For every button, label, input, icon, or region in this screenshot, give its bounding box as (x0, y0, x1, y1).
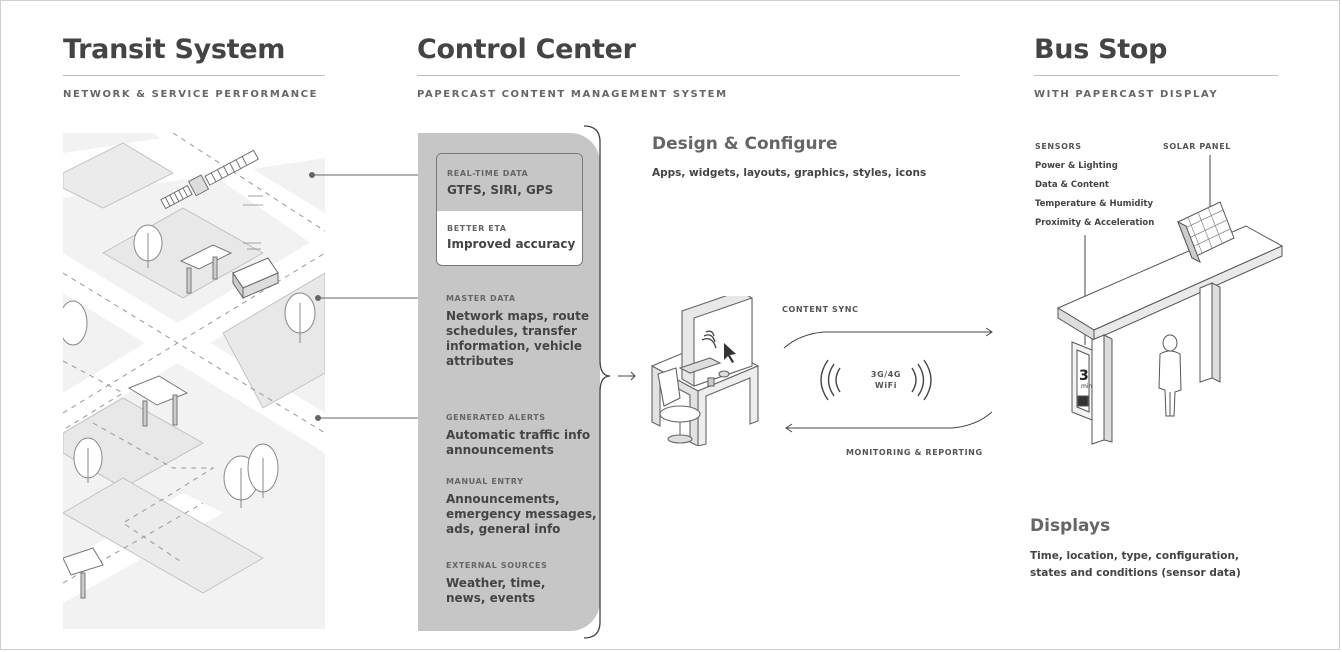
master-data-line-4: attributes (446, 354, 514, 368)
manual-entry-line-3: ads, general info (446, 522, 561, 536)
generated-alerts-line-2: announcements (446, 443, 554, 457)
solar-panel-label: SOLAR PANEL (1163, 142, 1231, 151)
master-data-line-2: schedules, transfer (446, 324, 577, 338)
bus-stop-illustration (1056, 155, 1284, 445)
network-wifi: WiFi (874, 381, 898, 390)
realtime-card-header (437, 154, 582, 211)
generated-alerts-line-1: Automatic traffic info (446, 428, 591, 442)
panel-bracket (583, 125, 636, 639)
sensor-proximity-acceleration: Proximity & Acceleration (1035, 218, 1155, 228)
transit-title: Transit System (63, 34, 286, 65)
external-sources-label: EXTERNAL SOURCES (446, 561, 548, 570)
busstop-subtitle: WITH PAPERCAST DISPLAY (1034, 89, 1219, 100)
transit-subtitle: NETWORK & SERVICE PERFORMANCE (63, 89, 319, 100)
control-subtitle: PAPERCAST CONTENT MANAGEMENT SYSTEM (417, 89, 728, 100)
control-title: Control Center (417, 34, 636, 65)
design-text: Apps, widgets, layouts, graphics, styles… (652, 167, 927, 179)
realtime-value: GTFS, SIRI, GPS (447, 183, 554, 197)
realtime-eta-card: REAL-TIME DATA GTFS, SIRI, GPS BETTER ET… (436, 153, 583, 266)
sensor-power-lighting: Power & Lighting (1035, 161, 1118, 171)
manual-entry-line-1: Announcements, (446, 492, 560, 506)
transit-map-illustration (63, 133, 325, 629)
design-title: Design & Configure (652, 134, 838, 154)
realtime-label: REAL-TIME DATA (447, 169, 529, 178)
displays-line-2: states and conditions (sensor data) (1030, 567, 1241, 579)
eta-value: Improved accuracy (447, 237, 576, 251)
display-countdown-number: 3 (1079, 368, 1089, 384)
master-data-line-1: Network maps, route (446, 309, 589, 323)
busstop-rule (1034, 75, 1278, 76)
manual-entry-line-2: emergency messages, (446, 507, 597, 521)
busstop-title: Bus Stop (1034, 34, 1168, 65)
generated-alerts-label: GENERATED ALERTS (446, 413, 546, 422)
eta-label: BETTER ETA (447, 224, 507, 233)
external-sources-line-1: Weather, time, (446, 576, 546, 590)
map-connectors (309, 172, 418, 421)
control-rule (417, 75, 960, 76)
sensor-temperature-humidity: Temperature & Humidity (1035, 199, 1154, 209)
display-countdown-unit: min (1081, 383, 1093, 390)
displays-line-1: Time, location, type, configuration, (1030, 550, 1239, 562)
sensor-data-content: Data & Content (1035, 180, 1109, 190)
workstation-illustration (650, 296, 760, 446)
monitoring-reporting-label: MONITORING & REPORTING (846, 448, 983, 457)
sync-arrows (783, 327, 993, 433)
displays-title: Displays (1030, 516, 1111, 536)
external-sources-line-2: news, events (446, 591, 536, 605)
master-data-label: MASTER DATA (446, 294, 516, 303)
content-sync-label: CONTENT SYNC (782, 305, 859, 314)
manual-entry-label: MANUAL ENTRY (446, 477, 524, 486)
network-3g4g: 3G/4G (870, 370, 902, 379)
transit-rule (63, 75, 325, 76)
master-data-line-3: information, vehicle (446, 339, 582, 353)
sensors-label: SENSORS (1035, 142, 1082, 151)
